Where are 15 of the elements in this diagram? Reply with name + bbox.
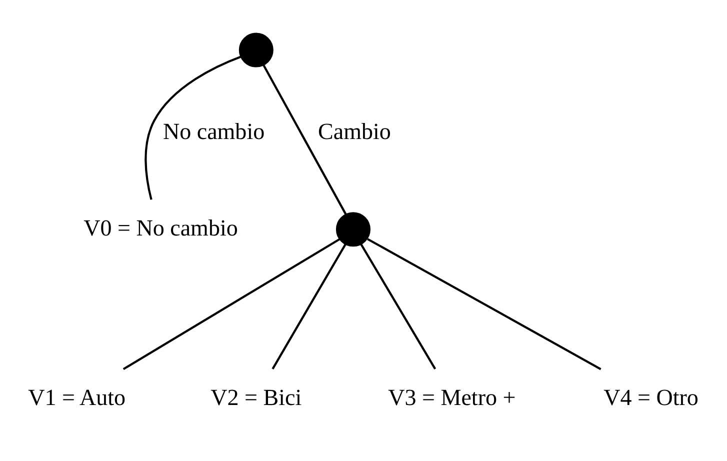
connector: [272, 243, 347, 369]
connector: [367, 238, 602, 370]
node-text: V0 = No cambio: [84, 214, 238, 240]
node-text: V4 = Otro: [604, 383, 698, 410]
node-text: V3 = Metro +: [388, 383, 516, 410]
edge-label: Cambio: [318, 118, 391, 144]
connector: [122, 238, 340, 370]
node-circle: [336, 212, 370, 246]
edge-label: No cambio: [162, 118, 265, 144]
connector: [262, 64, 347, 214]
node-text: V2 = Bici: [210, 383, 302, 410]
connector: [144, 55, 242, 200]
node-text: V1 = Auto: [28, 383, 126, 410]
connector: [360, 243, 436, 369]
node-circle: [238, 32, 274, 67]
